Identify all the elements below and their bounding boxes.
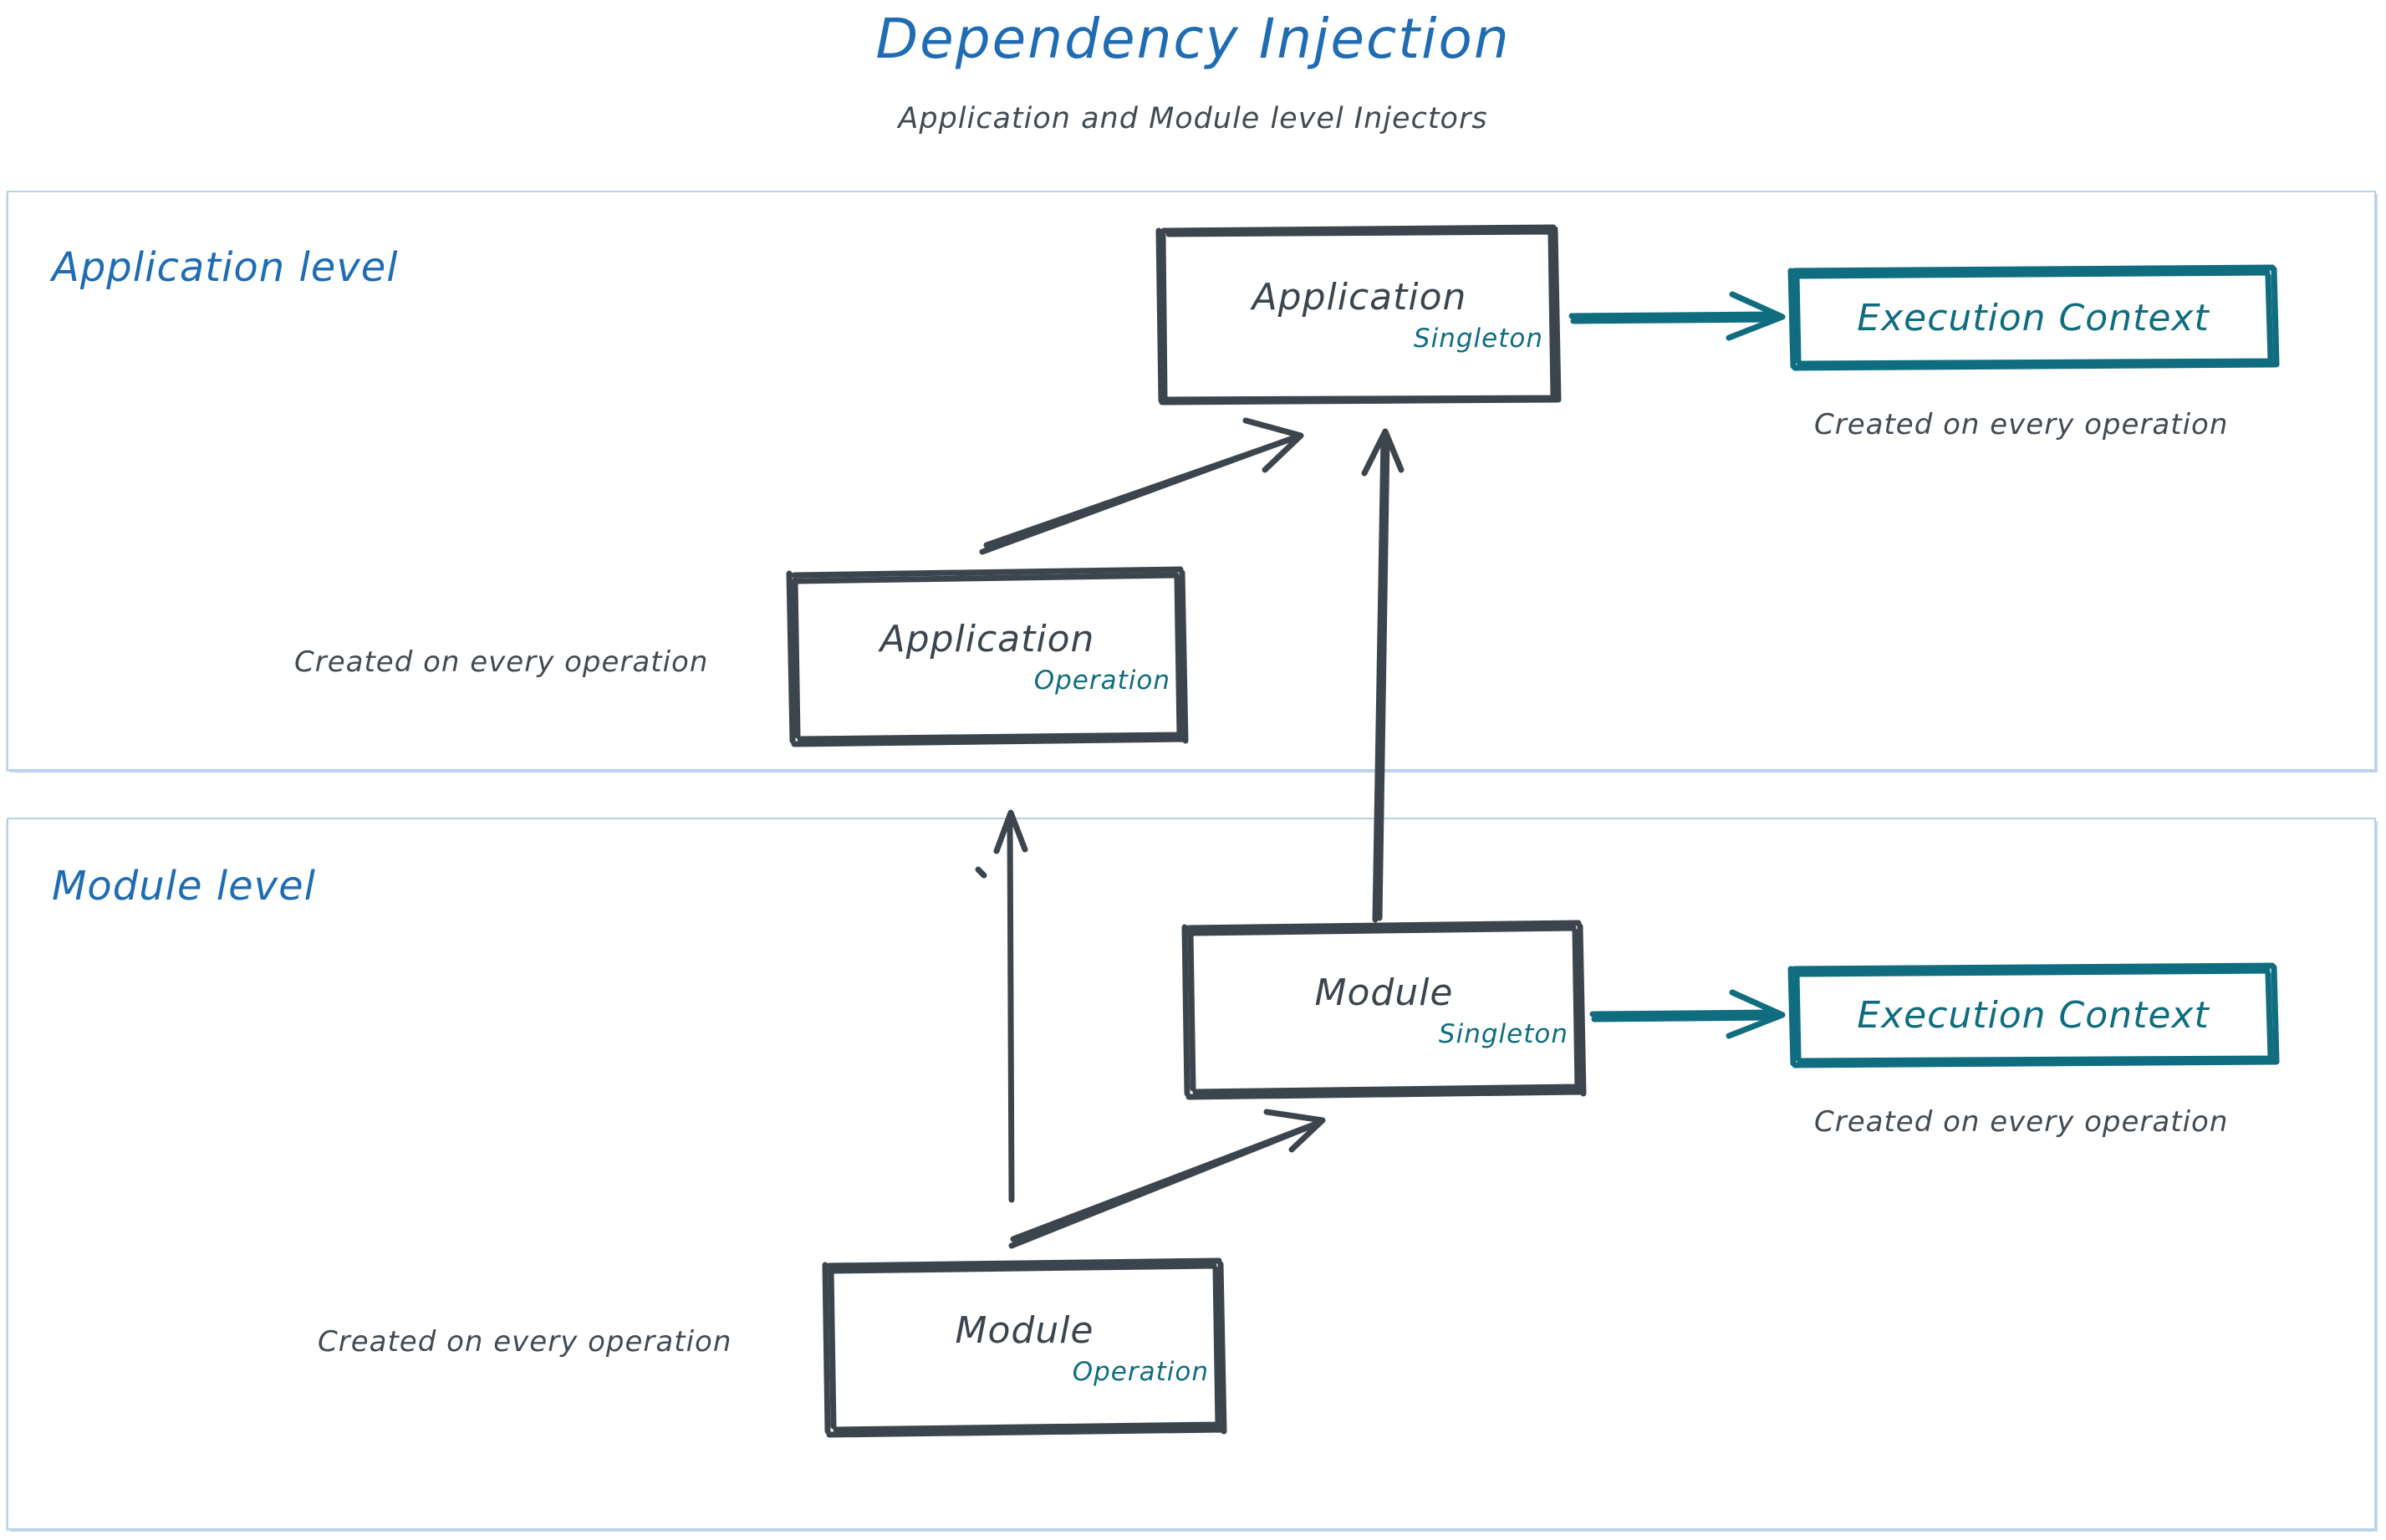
node-scope-badge: Operation [1072, 1356, 1209, 1387]
node-application-singleton[interactable]: Application Singleton [1160, 227, 1558, 401]
node-scope-badge: Singleton [1438, 1018, 1568, 1049]
node-scope-badge: Singleton [1413, 323, 1543, 354]
panel-application-level [7, 191, 2376, 771]
node-label: Application [1252, 275, 1467, 319]
node-label: Module [1314, 971, 1454, 1014]
caption-module-operation: Created on every operation [318, 1325, 732, 1359]
page-subtitle: Application and Module level Injectors [898, 102, 1488, 135]
node-label: Application [879, 618, 1095, 660]
panel-label-module-level: Module level [52, 863, 316, 910]
node-module-execution-context[interactable]: Execution Context [1791, 966, 2276, 1065]
node-application-execution-context[interactable]: Execution Context [1791, 268, 2276, 368]
node-label: Module [955, 1308, 1094, 1352]
node-application-operation[interactable]: Application Operation [789, 569, 1185, 744]
node-label: Execution Context [1857, 994, 2210, 1037]
node-module-singleton[interactable]: Module Singleton [1185, 923, 1583, 1097]
caption-application-context: Created on every operation [1814, 408, 2229, 441]
panel-label-application-level: Application level [52, 244, 399, 291]
node-module-operation[interactable]: Module Operation [825, 1261, 1224, 1435]
caption-module-context: Created on every operation [1814, 1105, 2229, 1139]
node-label: Execution Context [1857, 296, 2210, 339]
panel-module-level [7, 818, 2376, 1530]
page-title: Dependency Injection [875, 7, 1511, 71]
caption-application-operation: Created on every operation [294, 645, 709, 679]
node-scope-badge: Operation [1033, 665, 1170, 696]
